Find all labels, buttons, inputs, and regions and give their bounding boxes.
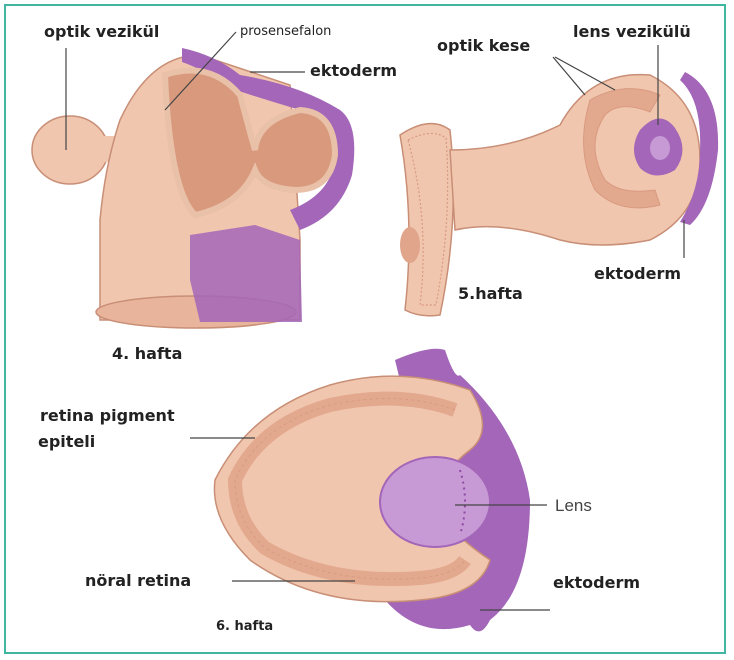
label-ectoderm-week6: ektoderm	[553, 575, 640, 591]
label-prosencephalon: prosensefalon	[240, 25, 331, 38]
label-neural-retina: nöral retina	[85, 573, 191, 589]
lens-week6	[380, 457, 490, 547]
label-week6: 6. hafta	[216, 620, 273, 633]
week4-illustration	[32, 48, 354, 328]
label-week4: 4. hafta	[112, 346, 182, 362]
label-optic-cup: optik kese	[437, 38, 530, 54]
label-week5: 5.hafta	[458, 286, 523, 302]
label-ectoderm-week4: ektoderm	[310, 63, 397, 79]
label-retinal-pigment-line1: retina pigment	[40, 408, 175, 424]
label-lens: Lens	[555, 497, 592, 514]
label-ectoderm-week5: ektoderm	[594, 266, 681, 282]
week6-illustration	[214, 349, 530, 632]
stalk-section	[400, 124, 453, 316]
ectoderm-band-week4	[190, 225, 302, 322]
label-lens-vesicle: lens vezikülü	[573, 24, 691, 40]
label-optic-vesicle: optik vezikül	[44, 24, 159, 40]
label-retinal-pigment-line2: epiteli	[38, 434, 95, 450]
